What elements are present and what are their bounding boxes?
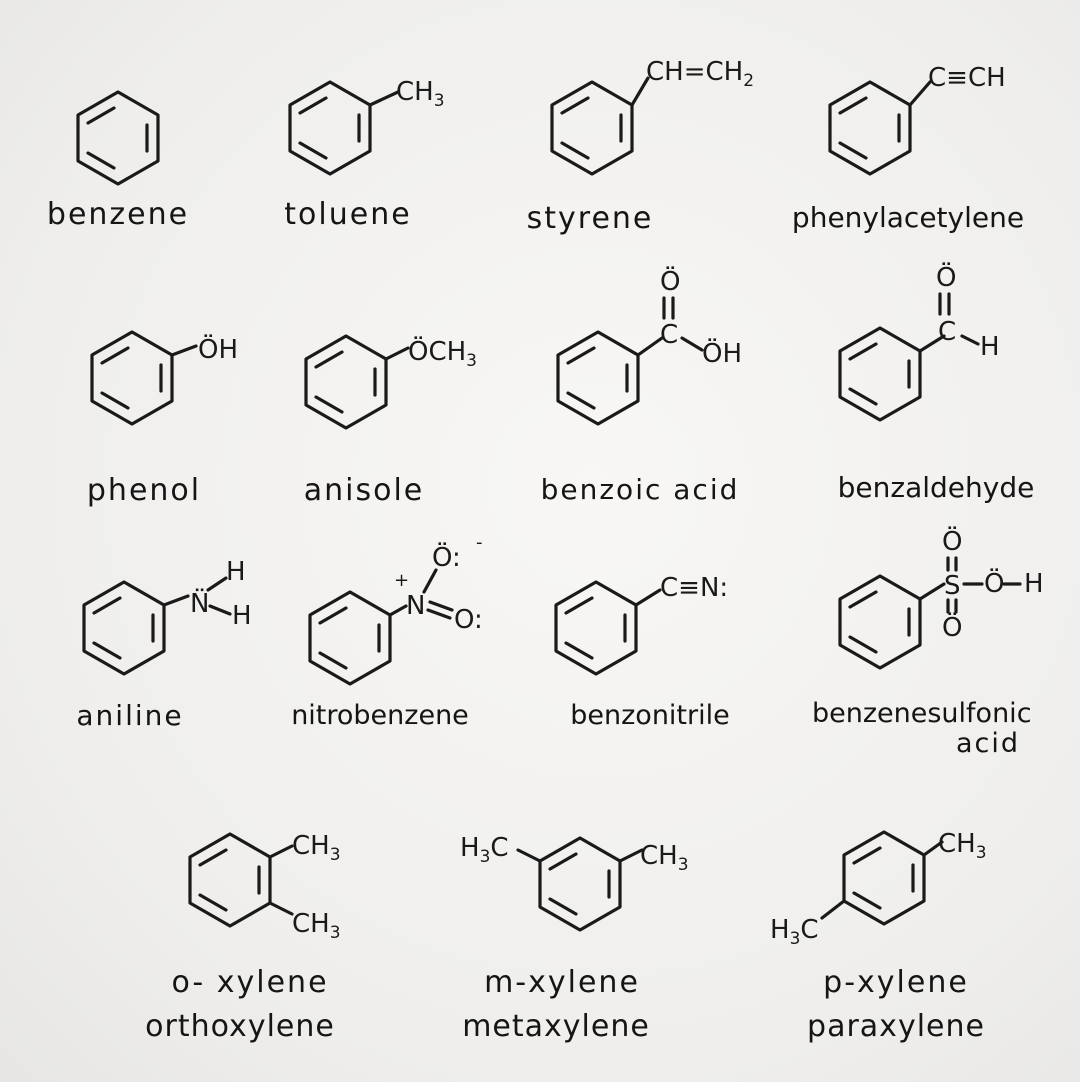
styrene-structure: CH=CH2 <box>550 57 754 176</box>
molecule-name: toluene <box>284 197 412 232</box>
molecule-name: benzoic acid <box>540 473 740 506</box>
methyl-group-1: CH3 <box>292 831 341 865</box>
methyl-group: CH3 <box>396 77 445 111</box>
molecule-name: nitrobenzene <box>291 700 469 731</box>
amine-nitrogen: N̈ <box>190 587 209 619</box>
molecule-name: m-xylene <box>484 965 640 1000</box>
molecule-name-line2: orthoxylene <box>145 1009 335 1044</box>
methoxy-group: ÖCH3 <box>408 335 477 371</box>
p-xylene-structure: CH3 H3C <box>770 829 987 949</box>
benzenesulfonic-acid-structure: Ö S Ö H Ö <box>838 525 1044 670</box>
molecule-name: styrene <box>526 201 654 236</box>
toluene-structure: CH3 <box>288 77 445 176</box>
nitrobenzene-structure: + N Ö: - O: <box>308 532 483 686</box>
methyl-group-right: CH3 <box>640 841 689 875</box>
molecule-name: phenol <box>86 473 202 508</box>
molecule-name-line2: metaxylene <box>462 1009 650 1044</box>
carbonyl-oxygen: Ö <box>660 265 680 297</box>
aldehyde-hydrogen: H <box>980 332 1000 362</box>
acid-hydroxyl: ÖH <box>702 337 742 369</box>
methyl-group-2: CH3 <box>292 909 341 943</box>
vinyl-group: CH=CH2 <box>646 57 754 91</box>
nitrile-group: C≡N: <box>660 573 728 603</box>
sulfonyl-oxygen-top: Ö <box>942 525 962 557</box>
ethynyl-group: C≡CH <box>928 63 1006 93</box>
molecule-name: o- xylene <box>171 965 329 1000</box>
methyl-group-top: CH3 <box>938 829 987 863</box>
benzoic-acid-structure: Ö C ÖH <box>556 265 742 426</box>
molecule-name: anisole <box>303 473 425 508</box>
sulfonyl-oxygen-bottom: Ö <box>942 611 962 643</box>
methyl-group-left: H3C <box>460 833 509 867</box>
nitrogen-plus-charge: + <box>394 570 409 591</box>
molecule-name-line2: acid <box>956 728 1021 759</box>
molecule-name: benzonitrile <box>570 700 730 731</box>
phenylacetylene-structure: C≡CH <box>828 63 1006 176</box>
molecule-name: benzaldehyde <box>837 471 1035 504</box>
molecule-name: benzenesulfonic <box>812 698 1032 729</box>
oxygen-minus-charge: - <box>476 532 483 553</box>
molecule-name: benzene <box>46 197 190 232</box>
aniline-structure: N̈ H H <box>82 557 252 676</box>
aldehyde-oxygen: Ö <box>936 261 956 293</box>
nitro-nitrogen: N <box>406 591 425 621</box>
nitro-oxygen-single: Ö: <box>432 541 461 573</box>
molecule-name: p-xylene <box>823 965 969 1000</box>
methyl-group-bottom: H3C <box>770 915 819 949</box>
carboxyl-carbon: C <box>660 320 678 350</box>
sulfonic-hydroxyl-oxygen: Ö <box>984 567 1004 599</box>
m-xylene-structure: H3C CH3 <box>460 833 689 932</box>
o-xylene-structure: CH3 CH3 <box>188 831 341 943</box>
molecule-name: phenylacetylene <box>791 201 1025 234</box>
phenol-structure: ÖH <box>90 330 238 426</box>
nitro-oxygen-double: O: <box>454 605 483 635</box>
molecule-name: aniline <box>76 699 184 732</box>
hydroxyl-group: ÖH <box>198 333 238 365</box>
benzonitrile-structure: C≡N: <box>554 573 728 676</box>
benzaldehyde-structure: Ö C H <box>838 261 1000 422</box>
amine-hydrogen-1: H <box>226 557 246 587</box>
benzene-structure <box>76 90 160 186</box>
aldehyde-carbon: C <box>938 317 956 347</box>
anisole-structure: ÖCH3 <box>304 334 477 430</box>
sulfonic-hydrogen: H <box>1024 569 1044 599</box>
molecule-name-line2: paraxylene <box>807 1009 985 1044</box>
amine-hydrogen-2: H <box>232 601 252 631</box>
sulfur-atom: S <box>944 571 961 601</box>
